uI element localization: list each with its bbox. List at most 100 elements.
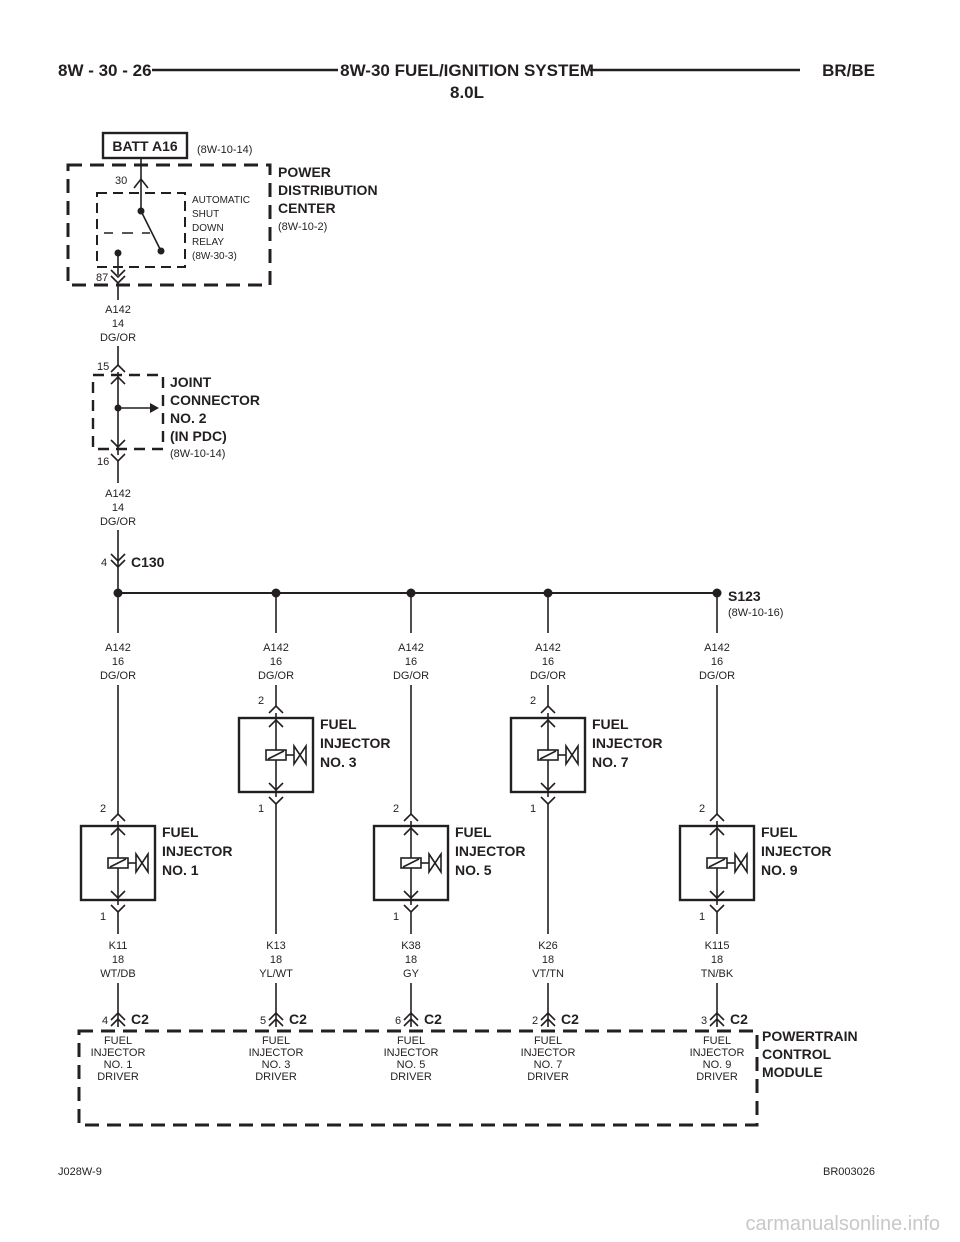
driver-label: INJECTOR bbox=[690, 1047, 745, 1059]
branch-wire-circuit: A142 bbox=[105, 642, 131, 654]
c2-terminal-b bbox=[709, 1017, 725, 1027]
batt-feed: BATT A16 (8W-10-14) bbox=[101, 131, 252, 179]
c2-label: C2 bbox=[424, 1011, 442, 1027]
driver-label: FUEL bbox=[262, 1035, 290, 1047]
injector-pin-bot-terminal bbox=[403, 904, 419, 914]
connector-c130: 4 C130 bbox=[101, 548, 165, 592]
solenoid-slash bbox=[267, 750, 285, 760]
c2-terminal-a bbox=[540, 1011, 556, 1021]
injector-pin-top-terminal bbox=[268, 704, 284, 714]
pdc-line2: DISTRIBUTION bbox=[278, 182, 378, 198]
injector-title-2: INJECTOR bbox=[592, 735, 663, 751]
injector-pin-top: 2 bbox=[258, 695, 264, 707]
injector-pin-top-terminal bbox=[403, 812, 419, 822]
pdc-ref: (8W-10-2) bbox=[278, 221, 327, 233]
driver-label: DRIVER bbox=[390, 1071, 432, 1083]
joint-inner-terminal-bot bbox=[110, 439, 126, 449]
joint-outline bbox=[91, 373, 165, 451]
injector-pin-top: 2 bbox=[530, 695, 536, 707]
branch-wire-gauge: 16 bbox=[711, 656, 723, 668]
solenoid-slash bbox=[708, 858, 726, 868]
relay-switch-arm bbox=[140, 210, 162, 252]
driver-label: DRIVER bbox=[255, 1071, 297, 1083]
injector-inner-arrow-top bbox=[540, 718, 556, 728]
relay-outline bbox=[96, 192, 186, 268]
branch-wire-circuit: A142 bbox=[704, 642, 730, 654]
footer-left: J028W-9 bbox=[58, 1166, 102, 1178]
relay-label-4: RELAY bbox=[192, 237, 224, 248]
c2-terminal-a bbox=[110, 1011, 126, 1021]
c2-label: C2 bbox=[730, 1011, 748, 1027]
c2-terminal-b bbox=[403, 1017, 419, 1027]
injector-pin-bot: 1 bbox=[699, 911, 705, 923]
injector-pin-bot-terminal bbox=[540, 796, 556, 806]
driver-wire-gauge: 18 bbox=[711, 954, 723, 966]
branch-wire-circuit: A142 bbox=[398, 642, 424, 654]
branch-wire-gauge: 16 bbox=[405, 656, 417, 668]
solenoid-slash bbox=[402, 858, 420, 868]
driver-wire-gauge: 18 bbox=[270, 954, 282, 966]
injector-pin-bot: 1 bbox=[530, 803, 536, 815]
branch-wire-color: DG/OR bbox=[699, 670, 735, 682]
c2-pin: 3 bbox=[701, 1015, 707, 1027]
wire-b-color: DG/OR bbox=[100, 516, 136, 528]
injector-pin-bot: 1 bbox=[258, 803, 264, 815]
splice-node-9 bbox=[712, 588, 722, 598]
page-title: 8W-30 FUEL/IGNITION SYSTEM bbox=[340, 61, 594, 80]
c2-label: C2 bbox=[131, 1011, 149, 1027]
injector-inner-arrow-bot bbox=[268, 782, 284, 792]
joint-line1: JOINT bbox=[170, 374, 212, 390]
injector-title-2: INJECTOR bbox=[162, 843, 233, 859]
c130-label: C130 bbox=[131, 554, 165, 570]
wire-a-color: DG/OR bbox=[100, 332, 136, 344]
c2-pin: 5 bbox=[260, 1015, 266, 1027]
driver-wire-gauge: 18 bbox=[405, 954, 417, 966]
driver-label: NO. 7 bbox=[534, 1059, 563, 1071]
injector-title-1: FUEL bbox=[761, 824, 798, 840]
injector-pin-bot: 1 bbox=[393, 911, 399, 923]
driver-wire-circuit: K13 bbox=[266, 940, 286, 952]
c2-terminal-b bbox=[268, 1017, 284, 1027]
joint-connector: 15 JOINT CONNECTOR NO. 2 (IN PDC) (8W-10… bbox=[91, 361, 260, 468]
joint-line3: NO. 2 bbox=[170, 410, 207, 426]
injector-title-3: NO. 3 bbox=[320, 754, 357, 770]
driver-label: NO. 1 bbox=[104, 1059, 133, 1071]
splice-node-3 bbox=[271, 588, 281, 598]
driver-wire-gauge: 18 bbox=[112, 954, 124, 966]
pcm-line2: CONTROL bbox=[762, 1046, 832, 1062]
injector-title-1: FUEL bbox=[320, 716, 357, 732]
injector-title-2: INJECTOR bbox=[320, 735, 391, 751]
branch-wire-circuit: A142 bbox=[535, 642, 561, 654]
injector-inner-arrow-top bbox=[110, 826, 126, 836]
driver-label: NO. 5 bbox=[397, 1059, 426, 1071]
page-header: 8W - 30 - 26 8W-30 FUEL/IGNITION SYSTEM … bbox=[58, 61, 875, 102]
driver-label: DRIVER bbox=[527, 1071, 569, 1083]
driver-wire-color: YL/WT bbox=[259, 968, 293, 980]
driver-wire-color: TN/BK bbox=[701, 968, 734, 980]
relay-pin-87-terminal-a bbox=[110, 269, 126, 279]
driver-label: INJECTOR bbox=[384, 1047, 439, 1059]
power-distribution-center: POWER DISTRIBUTION CENTER (8W-10-2) 30 A… bbox=[66, 163, 378, 287]
driver-label: FUEL bbox=[534, 1035, 562, 1047]
joint-pin-15-terminal bbox=[110, 363, 126, 373]
driver-wire-color: WT/DB bbox=[100, 968, 135, 980]
joint-ref: (8W-10-14) bbox=[170, 448, 225, 460]
relay-contact bbox=[157, 247, 165, 255]
injector-pin-bot-terminal bbox=[709, 904, 725, 914]
relay-label-3: DOWN bbox=[192, 223, 224, 234]
batt-label: BATT A16 bbox=[112, 138, 178, 154]
pcm-outline bbox=[77, 1029, 759, 1127]
branch-wire-color: DG/OR bbox=[100, 670, 136, 682]
injector-title-1: FUEL bbox=[162, 824, 199, 840]
footer-right: BR003026 bbox=[823, 1166, 875, 1178]
driver-label: NO. 9 bbox=[703, 1059, 732, 1071]
injector-inner-arrow-top bbox=[709, 826, 725, 836]
injector-pin-top: 2 bbox=[393, 803, 399, 815]
wire-a-gauge: 14 bbox=[112, 318, 124, 330]
relay-label-2: SHUT bbox=[192, 209, 219, 220]
injector-title-3: NO. 1 bbox=[162, 862, 199, 878]
splice-node-7 bbox=[543, 588, 553, 598]
splice-label: S123 bbox=[728, 588, 761, 604]
